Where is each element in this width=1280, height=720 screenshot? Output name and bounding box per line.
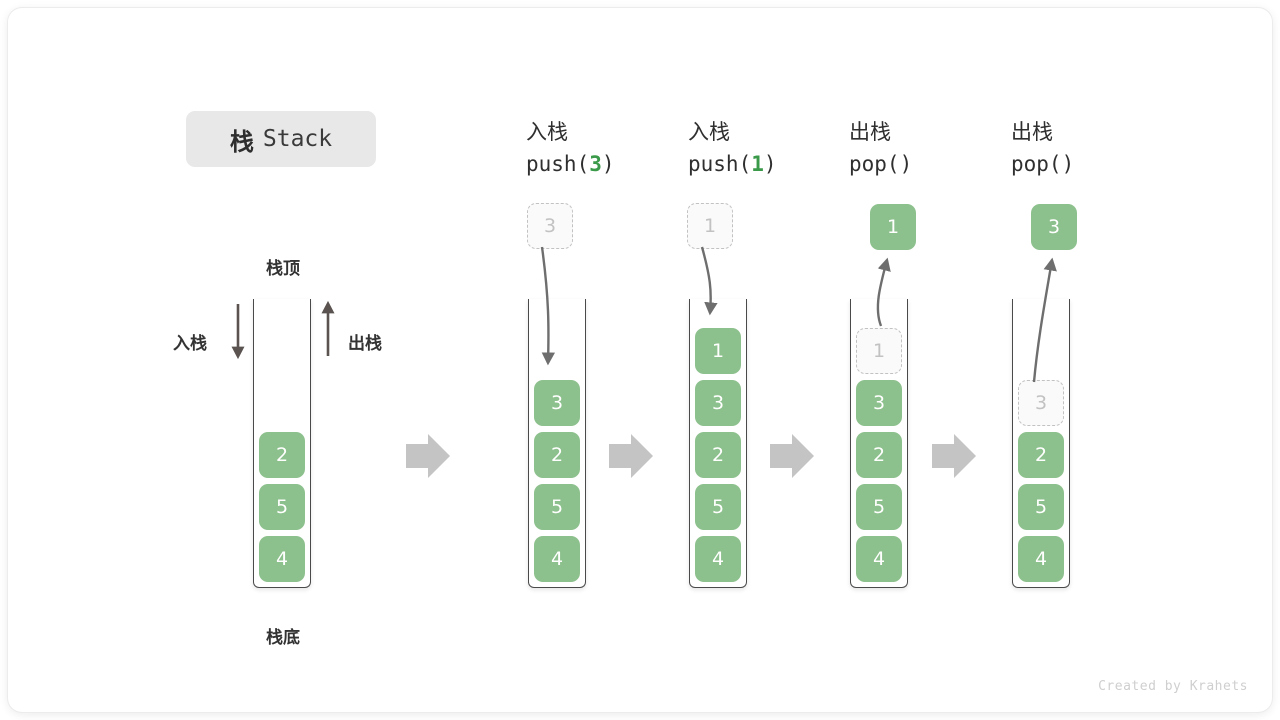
stack-cell: 1 bbox=[695, 328, 741, 374]
stack-container-pop-3: 3 2 5 4 bbox=[1012, 299, 1070, 588]
stack-cell: 5 bbox=[856, 484, 902, 530]
stack-cell: 4 bbox=[534, 536, 580, 582]
stack-walls bbox=[528, 299, 586, 588]
label-pop-side: 出栈 bbox=[348, 334, 382, 353]
op-label-code-push-3: push(3) bbox=[526, 152, 615, 176]
stack-container-initial: 2 5 4 bbox=[253, 299, 311, 588]
flow-arrow-4 bbox=[932, 434, 976, 478]
floating-element-pop-1: 1 bbox=[870, 204, 916, 250]
stack-walls bbox=[850, 299, 908, 588]
diagram-title: 栈 Stack bbox=[186, 111, 376, 167]
title-chinese: 栈 bbox=[229, 128, 254, 156]
code-number: 1 bbox=[751, 152, 764, 176]
stack-cell: 5 bbox=[1018, 484, 1064, 530]
code-number: 3 bbox=[589, 152, 602, 176]
stack-cell-removed: 3 bbox=[1018, 380, 1064, 426]
code-prefix: pop() bbox=[849, 152, 913, 176]
stack-cell: 4 bbox=[259, 536, 305, 582]
code-suffix: ) bbox=[763, 152, 777, 176]
stack-cell: 4 bbox=[1018, 536, 1064, 582]
op-label-cn-push-3: 入栈 bbox=[526, 121, 568, 144]
code-prefix: pop() bbox=[1011, 152, 1075, 176]
stack-cell: 5 bbox=[259, 484, 305, 530]
op-label-cn-push-1: 入栈 bbox=[688, 121, 730, 144]
op-label-code-pop-1: pop() bbox=[849, 152, 912, 176]
code-suffix: ) bbox=[601, 152, 615, 176]
stack-cell: 5 bbox=[534, 484, 580, 530]
label-stack-bottom: 栈底 bbox=[266, 628, 300, 647]
stack-walls bbox=[253, 299, 311, 588]
code-prefix: push( bbox=[688, 152, 752, 176]
code-prefix: push( bbox=[526, 152, 590, 176]
stack-cell: 3 bbox=[695, 380, 741, 426]
stack-walls bbox=[689, 299, 747, 588]
floating-element-push-3: 3 bbox=[527, 203, 573, 249]
stack-cell: 2 bbox=[856, 432, 902, 478]
flow-arrow-3 bbox=[770, 434, 814, 478]
stack-cell: 3 bbox=[534, 380, 580, 426]
stack-cell: 3 bbox=[856, 380, 902, 426]
stack-cell: 4 bbox=[856, 536, 902, 582]
title-english: Stack bbox=[262, 126, 333, 152]
stack-container-pop-1: 1 3 2 5 4 bbox=[850, 299, 908, 588]
floating-element-push-1: 1 bbox=[687, 203, 733, 249]
op-label-code-pop-3: pop() bbox=[1011, 152, 1074, 176]
stack-cell: 2 bbox=[1018, 432, 1064, 478]
stack-walls bbox=[1012, 299, 1070, 588]
diagram-card: 栈 Stack 栈顶 栈底 入栈 出栈 2 5 4 入栈 push(3) 3 3… bbox=[8, 8, 1272, 712]
label-stack-top: 栈顶 bbox=[266, 259, 300, 278]
stack-container-push-3: 3 2 5 4 bbox=[528, 299, 586, 588]
op-label-cn-pop-3: 出栈 bbox=[1011, 121, 1053, 144]
stack-cell: 5 bbox=[695, 484, 741, 530]
diagram-stage: 栈 Stack 栈顶 栈底 入栈 出栈 2 5 4 入栈 push(3) 3 3… bbox=[8, 8, 1272, 712]
stack-cell-removed: 1 bbox=[856, 328, 902, 374]
stack-cell: 2 bbox=[695, 432, 741, 478]
stack-cell: 2 bbox=[259, 432, 305, 478]
label-push-side: 入栈 bbox=[173, 334, 207, 353]
flow-arrow-2 bbox=[609, 434, 653, 478]
credit-text: Created by Krahets bbox=[1098, 679, 1248, 694]
stack-cell: 2 bbox=[534, 432, 580, 478]
stack-container-push-1: 1 3 2 5 4 bbox=[689, 299, 747, 588]
floating-element-pop-3: 3 bbox=[1031, 204, 1077, 250]
flow-arrow-1 bbox=[406, 434, 450, 478]
op-label-code-push-1: push(1) bbox=[688, 152, 777, 176]
stack-cell: 4 bbox=[695, 536, 741, 582]
op-label-cn-pop-1: 出栈 bbox=[849, 121, 891, 144]
